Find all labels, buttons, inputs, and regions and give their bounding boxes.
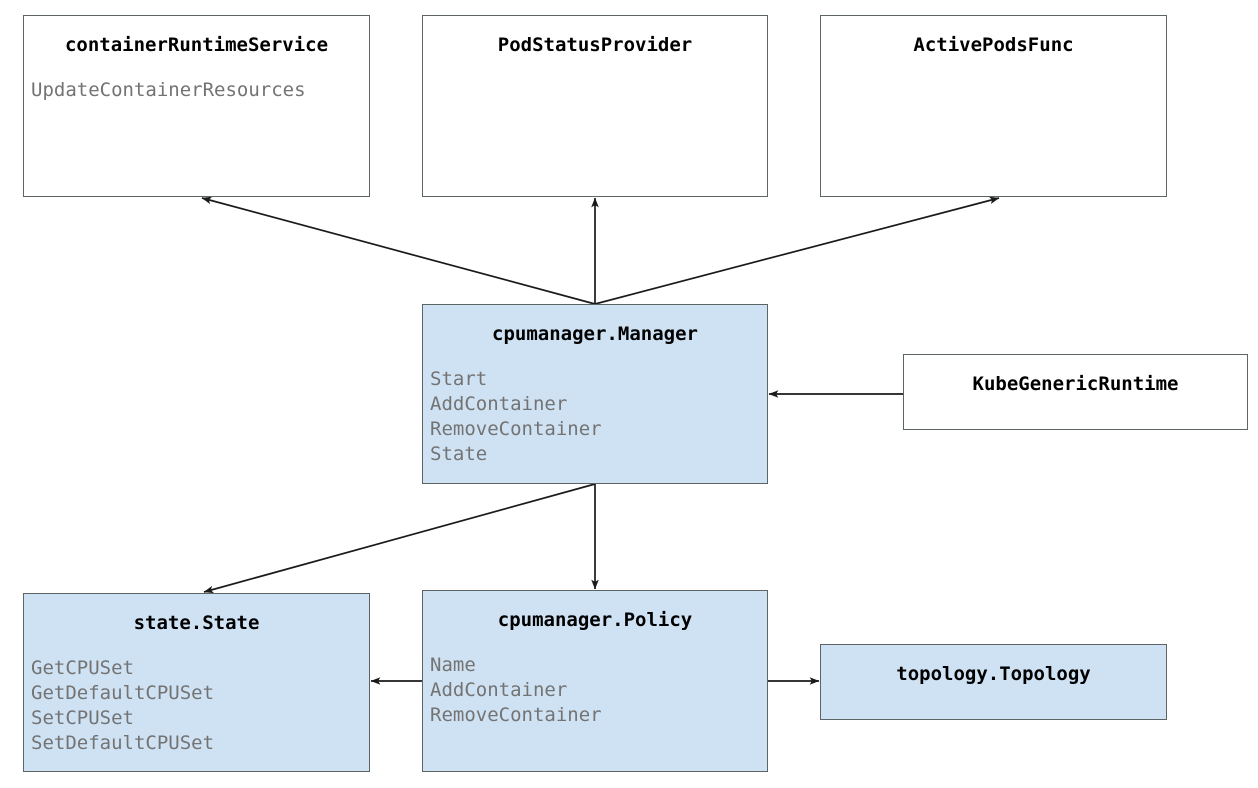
edge-manager-to-stateState [203, 483, 596, 594]
node-active-pods-func[interactable]: ActivePodsFunc [820, 15, 1167, 197]
node-topology-topology[interactable]: topology.Topology [820, 644, 1167, 720]
node-method: AddContainer [430, 679, 568, 701]
node-method: RemoveContainer [430, 704, 602, 726]
node-method: SetDefaultCPUSet [31, 732, 215, 754]
node-container-runtime-service[interactable]: containerRuntimeService UpdateContainerR… [23, 15, 370, 197]
node-method-list: UpdateContainerResources [31, 78, 369, 103]
node-method: GetDefaultCPUSet [31, 682, 215, 704]
node-title: PodStatusProvider [497, 34, 693, 56]
node-state-state[interactable]: state.State GetCPUSet GetDefaultCPUSet S… [23, 593, 370, 772]
node-method: Name [430, 654, 476, 676]
node-title: containerRuntimeService [64, 34, 329, 56]
edge-manager-to-containerRuntimeService [201, 196, 596, 305]
node-title: cpumanager.Policy [497, 609, 693, 631]
node-method: SetCPUSet [31, 707, 134, 729]
node-title: cpumanager.Manager [492, 323, 698, 345]
node-method: State [430, 443, 488, 465]
node-method: AddContainer [430, 393, 568, 415]
node-cpumanager-manager[interactable]: cpumanager.Manager Start AddContainer Re… [422, 304, 768, 484]
node-method-list: Name AddContainer RemoveContainer [430, 653, 767, 728]
edge-manager-to-activePodsFunc [594, 196, 1000, 305]
node-method-list: GetCPUSet GetDefaultCPUSet SetCPUSet Set… [31, 656, 369, 756]
node-title: ActivePodsFunc [913, 34, 1074, 56]
node-method-list: Start AddContainer RemoveContainer State [430, 367, 767, 467]
node-kube-generic-runtime[interactable]: KubeGenericRuntime [903, 354, 1248, 430]
node-method: RemoveContainer [430, 418, 602, 440]
node-title: state.State [133, 612, 260, 634]
node-method: GetCPUSet [31, 657, 134, 679]
node-title: KubeGenericRuntime [972, 373, 1179, 395]
node-method: Start [430, 368, 488, 390]
node-pod-status-provider[interactable]: PodStatusProvider [422, 15, 768, 197]
node-cpumanager-policy[interactable]: cpumanager.Policy Name AddContainer Remo… [422, 590, 768, 772]
node-method: UpdateContainerResources [31, 79, 306, 101]
node-title: topology.Topology [896, 663, 1091, 685]
